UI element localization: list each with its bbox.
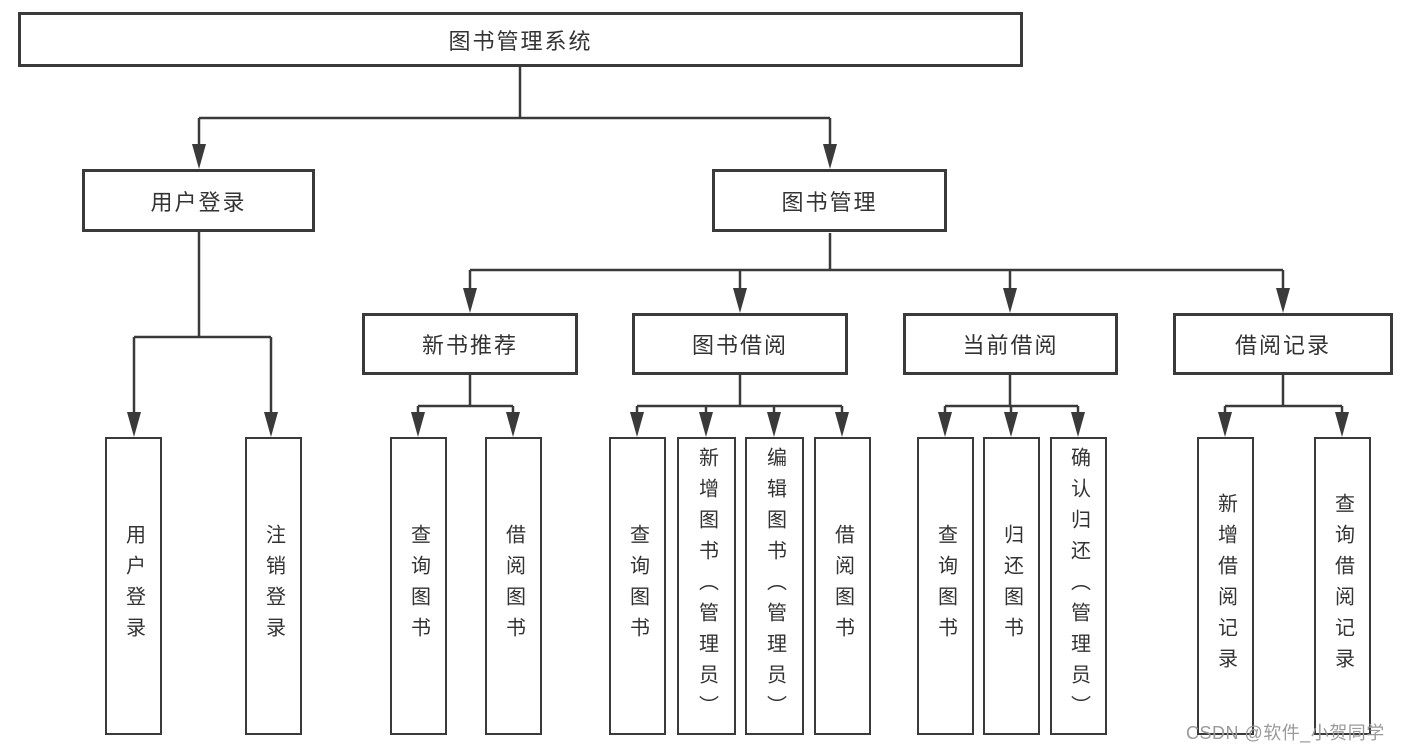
leaf-user-login-label: 用户登录 [122, 524, 145, 648]
node-root-system: 图书管理系统 [18, 12, 1023, 67]
node-borrow-records-label: 借阅记录 [1234, 333, 1331, 358]
leaf-current-return-books-label: 归还图书 [1000, 524, 1023, 648]
node-book-borrow: 图书借阅 [632, 313, 848, 375]
leaf-newbook-borrow-books-label: 借阅图书 [502, 524, 525, 648]
node-book-management-label: 图书管理 [781, 189, 878, 215]
leaf-current-query-books-label: 查询图书 [934, 524, 957, 648]
node-user-login: 用户登录 [82, 169, 315, 232]
leaf-borrow-query-books-label: 查询图书 [626, 524, 649, 648]
leaf-borrow-borrow-books: 借阅图书 [814, 437, 871, 735]
leaf-borrow-add-books-admin-label: 新增图书（管理员） [695, 446, 718, 726]
leaf-borrow-query-books: 查询图书 [609, 437, 666, 735]
node-new-book-recommend-label: 新书推荐 [421, 333, 518, 358]
leaf-logout: 注销登录 [245, 437, 302, 735]
leaf-borrow-add-books-admin: 新增图书（管理员） [677, 437, 736, 735]
leaf-newbook-borrow-books: 借阅图书 [485, 437, 542, 735]
node-new-book-recommend: 新书推荐 [362, 313, 578, 375]
leaf-newbook-query-books: 查询图书 [390, 437, 447, 735]
leaf-borrow-borrow-books-label: 借阅图书 [831, 524, 854, 648]
leaf-current-query-books: 查询图书 [917, 437, 974, 735]
leaf-current-confirm-return-admin-label: 确认归还（管理员） [1067, 446, 1090, 726]
leaf-logout-label: 注销登录 [262, 524, 285, 648]
node-current-borrow: 当前借阅 [903, 313, 1118, 375]
leaf-records-add-record: 新增借阅记录 [1197, 437, 1254, 735]
leaf-borrow-edit-books-admin: 编辑图书（管理员） [745, 437, 804, 735]
node-book-borrow-label: 图书借阅 [691, 333, 788, 358]
csdn-watermark: CSDN @软件_小贺同学 [1186, 723, 1385, 743]
leaf-records-query-record-label: 查询借阅记录 [1331, 493, 1354, 679]
node-root-label: 图书管理系统 [448, 28, 593, 54]
leaf-borrow-edit-books-admin-label: 编辑图书（管理员） [763, 446, 786, 726]
leaf-user-login: 用户登录 [105, 437, 162, 735]
leaf-records-add-record-label: 新增借阅记录 [1214, 493, 1237, 679]
leaf-records-query-record: 查询借阅记录 [1314, 437, 1371, 735]
leaf-newbook-query-books-label: 查询图书 [407, 524, 430, 648]
node-book-management: 图书管理 [712, 169, 947, 232]
node-user-login-label: 用户登录 [150, 189, 247, 215]
leaf-current-confirm-return-admin: 确认归还（管理员） [1050, 437, 1107, 735]
node-borrow-records: 借阅记录 [1173, 313, 1393, 375]
node-current-borrow-label: 当前借阅 [962, 333, 1059, 358]
leaf-current-return-books: 归还图书 [983, 437, 1040, 735]
